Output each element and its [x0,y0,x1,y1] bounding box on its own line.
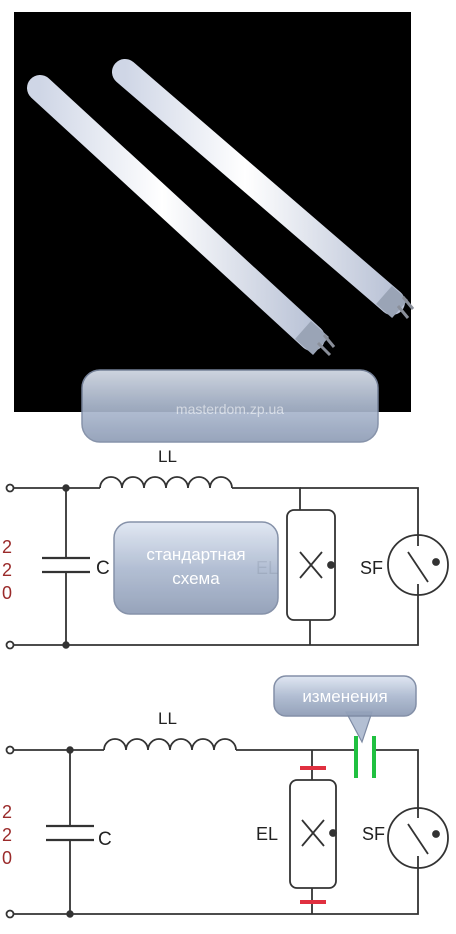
watermark-bubble: masterdom.zp.ua [81,369,379,443]
circuit-modified-labels: LL C EL SF 2 2 0 [2,709,385,868]
starter-contact-symbol [407,534,429,596]
photo-background [14,12,411,412]
voltage-digit: 2 [2,560,12,580]
lamp-cross-symbol [299,551,323,579]
starter-dot [432,830,440,838]
voltage-digit: 0 [2,848,12,868]
starter-label: SF [360,558,383,578]
inductor-label: LL [158,709,177,728]
capacitor-label: C [96,558,110,579]
inductor-coil [103,738,237,751]
watermark-text: masterdom.zp.ua [176,401,284,417]
capacitor-label: C [98,829,112,850]
lamp-photo: masterdom.zp.ua [14,12,415,443]
lamp-dot [327,561,335,569]
terminal-top [5,745,15,755]
fluorescent-tube-right [112,59,415,319]
voltage-digit: 2 [2,825,12,845]
junction-dot [66,746,74,754]
terminal-bottom [5,640,15,650]
junction-dot [62,641,70,649]
terminal-bottom [5,909,15,919]
voltage-digit: 2 [2,537,12,557]
wire-bottom [14,596,419,646]
callout-text: изменения [302,687,387,706]
starter-dot [432,558,440,566]
circuit-standard [5,476,449,650]
voltage-digit: 2 [2,802,12,822]
wire-bottom [14,868,419,915]
callout-standard: стандартная схема [113,521,279,615]
junction-dot [62,484,70,492]
lamp-dot [329,829,337,837]
callout-modified: изменения [273,675,417,744]
starter-label: SF [362,824,385,844]
lamp-label: EL [256,824,278,844]
wire-top-to-lamp [232,487,301,510]
lamp-symbol [286,509,336,621]
starter-contact-symbol [407,808,429,868]
inductor-coil [99,476,233,489]
circuit-modified [5,738,449,919]
inductor-label: LL [158,447,177,466]
fluorescent-tube-left [27,75,336,357]
junction-dot [66,910,74,918]
modification-marks [300,736,376,904]
wire-top-to-starter [300,487,419,534]
voltage-digit: 0 [2,583,12,603]
callout-line-1: стандартная [146,545,245,564]
terminal-top [5,483,15,493]
wire-gap-to-starter [374,749,419,810]
callout-line-2: схема [172,569,220,588]
lamp-cross-symbol [301,819,325,847]
